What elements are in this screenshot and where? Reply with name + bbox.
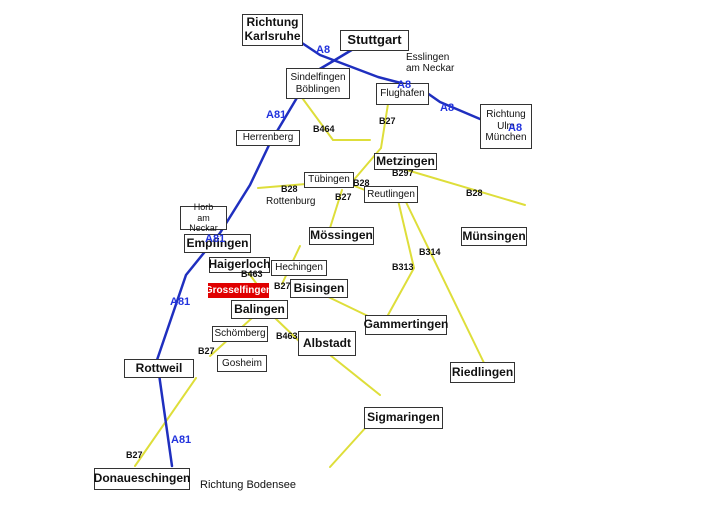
road-label-b314: B314 (419, 247, 441, 257)
city-empfingen: Empfingen (184, 234, 251, 253)
city-ulm: Richtung Ulm München (480, 104, 532, 149)
road-label-b27-1: B27 (379, 116, 396, 126)
road-a8 (273, 23, 482, 121)
road-b314 (404, 199, 486, 366)
city-horb: Horb am Neckar (180, 202, 227, 233)
city-rottweil: Rottweil (124, 359, 194, 378)
city-riedlingen: Riedlingen (450, 362, 515, 383)
road-label-b464: B464 (313, 124, 335, 134)
city-balingen: Balingen (231, 300, 288, 319)
road-b313-south (387, 267, 415, 316)
road-label-b28-3: B28 (466, 188, 483, 198)
city-flughafen: Flughafen (376, 83, 429, 105)
road-label-b27-4: B27 (198, 346, 215, 356)
road-label-a81-3: A81 (170, 296, 191, 308)
road-label-a8-3: A8 (440, 102, 455, 114)
city-sindelfingen: Sindelfingen Böblingen (286, 68, 350, 99)
road-label-b28-1: B28 (281, 184, 298, 194)
city-muensingen: Münsingen (461, 227, 527, 246)
city-bisingen: Bisingen (290, 279, 348, 298)
city-tuebingen: Tübingen (304, 172, 354, 188)
road-b313 (397, 199, 415, 269)
road-b27-moessingen (329, 189, 343, 229)
road-a8-stuttgart (316, 46, 357, 72)
road-albstadt (329, 354, 381, 396)
road-b28-east (399, 167, 526, 206)
city-haigerloch: Haigerloch (208, 257, 271, 273)
road-label-b28-2: B28 (353, 178, 370, 188)
road-sigmaringen (329, 424, 369, 468)
road-label-a8-2: A8 (397, 79, 412, 91)
city-sigmaringen: Sigmaringen (364, 407, 443, 429)
road-label-a8-4: A8 (508, 122, 523, 134)
city-donaueschingen: Donaueschingen (94, 468, 190, 490)
road-label-a81-2: A81 (205, 233, 226, 245)
city-metzingen: Metzingen (374, 153, 437, 170)
road-label-a81-4: A81 (171, 434, 192, 446)
road-label-b313: B313 (392, 262, 414, 272)
road-label-a8-1: A8 (316, 44, 331, 56)
label-bodensee: Richtung Bodensee (200, 479, 297, 491)
road-label-b27-3: B27 (274, 281, 291, 291)
city-gammertingen: Gammertingen (364, 315, 448, 335)
city-reutlingen: Reutlingen (364, 186, 418, 203)
road-label-b463-2: B463 (276, 331, 298, 341)
city-schoemberg: Schömberg (212, 326, 268, 342)
road-b463-south (274, 317, 301, 343)
city-herrenberg: Herrenberg (236, 130, 300, 146)
city-grosselfingen: Grosselfingen (205, 283, 272, 298)
label-esslingen: Esslingen am Neckar (406, 52, 455, 74)
city-gosheim: Gosheim (217, 355, 267, 372)
city-albstadt: Albstadt (298, 331, 356, 356)
city-stuttgart: Stuttgart (340, 30, 409, 51)
label-rottenburg: Rottenburg (266, 196, 316, 207)
city-moessingen: Mössingen (309, 227, 374, 245)
road-b464 (299, 94, 334, 141)
city-hechingen: Hechingen (271, 260, 327, 276)
road-label-b27-5: B27 (126, 450, 143, 460)
road-label-b463-1: B463 (241, 269, 263, 279)
road-label-b27-2: B27 (335, 192, 352, 202)
road-label-a81-1: A81 (266, 109, 287, 121)
road-label-b297: B297 (392, 168, 414, 178)
road-b27-north (380, 103, 389, 149)
city-karlsruhe: Richtung Karlsruhe (242, 14, 303, 46)
